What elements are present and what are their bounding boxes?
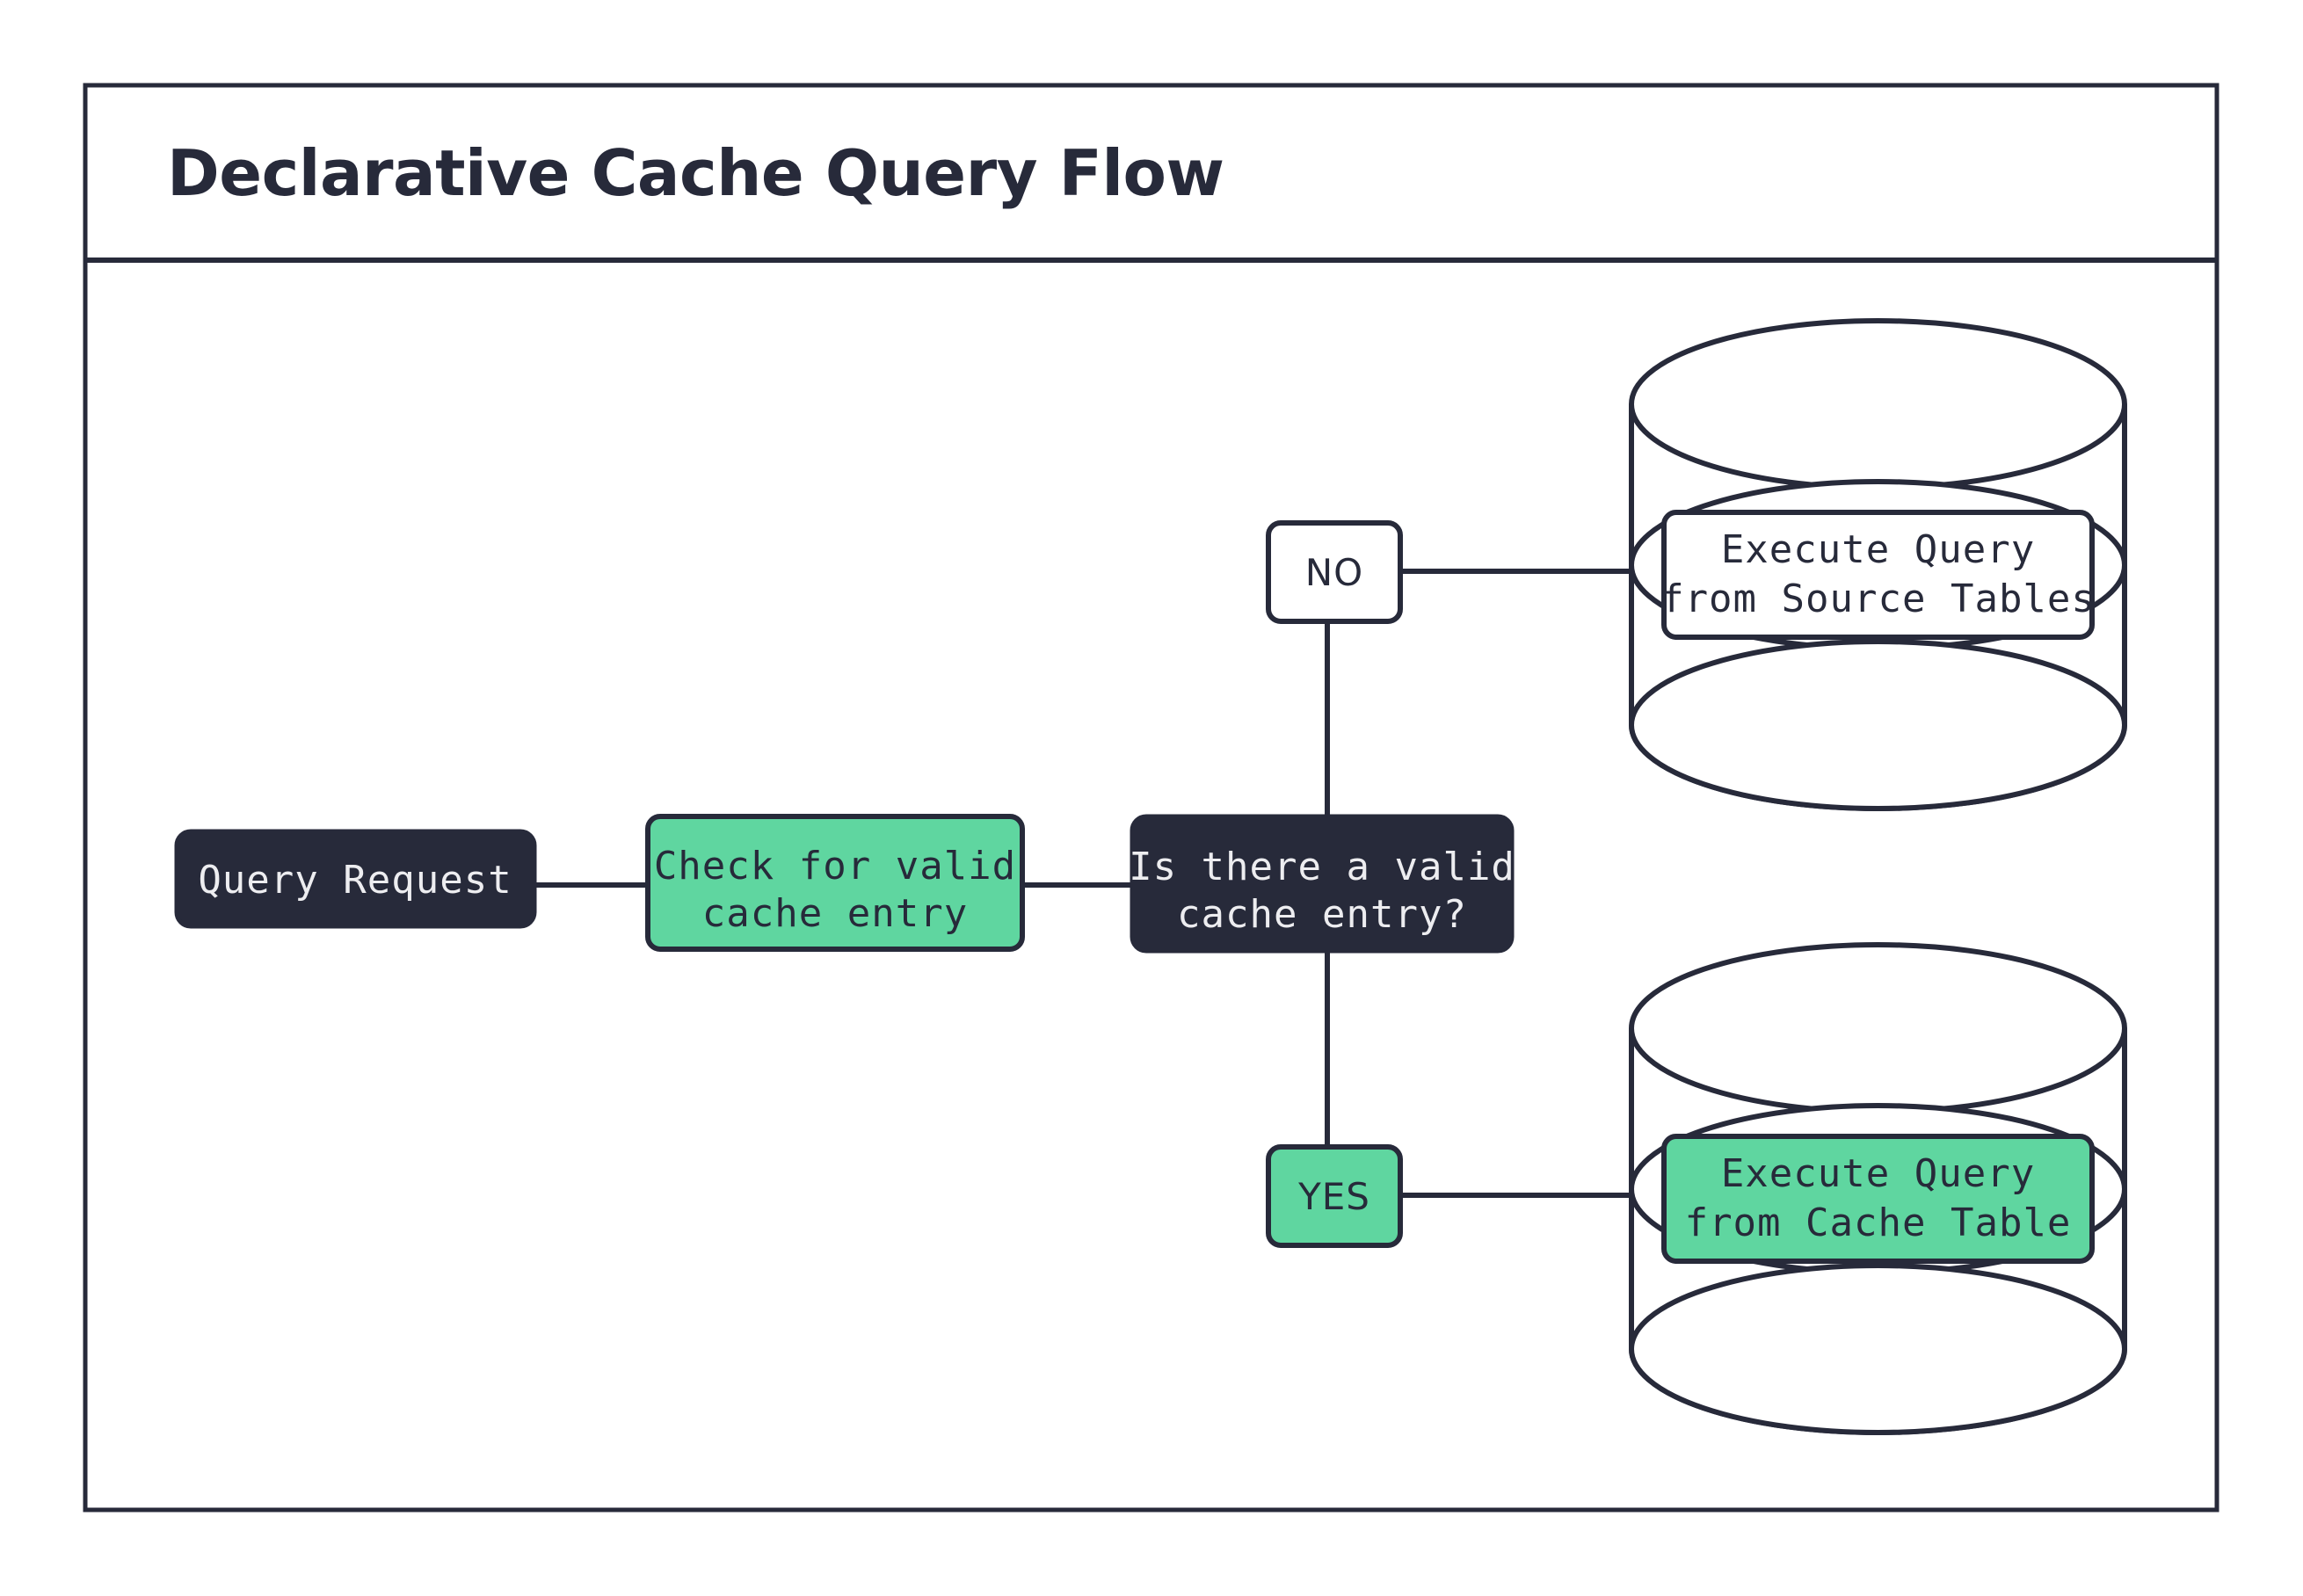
cache-db-label-plate[interactable] xyxy=(1661,1134,2095,1264)
no-label-box[interactable] xyxy=(1266,520,1403,624)
decision-label-line2: cache entry? xyxy=(1177,892,1467,937)
check-cache-box[interactable] xyxy=(645,814,1025,952)
cylinder-disk-3 xyxy=(1629,639,2127,811)
no-label-text: NO xyxy=(1305,551,1363,594)
branch-label-yes[interactable]: YES xyxy=(1266,1144,1403,1248)
source-database-cylinder[interactable]: Execute Query from Source Tables xyxy=(1629,318,2127,811)
cache-database-cylinder[interactable]: Execute Query from Cache Table xyxy=(1629,942,2127,1435)
decision-box[interactable] xyxy=(1130,814,1515,954)
cache-db-label-line2: from Cache Table xyxy=(1685,1201,2072,1245)
check-cache-label-line1: Check for valid xyxy=(654,844,1016,889)
page-title: Declarative Cache Query Flow xyxy=(167,136,1224,210)
cylinder-disk-3 xyxy=(1629,1263,2127,1435)
node-decision[interactable]: Is there a valid cache entry? xyxy=(1129,814,1515,954)
source-db-label-line2: from Source Tables xyxy=(1660,577,2096,621)
decision-label-line1: Is there a valid xyxy=(1129,845,1515,889)
query-request-box[interactable] xyxy=(174,829,537,929)
branch-label-no[interactable]: NO xyxy=(1266,520,1403,624)
source-db-label-plate[interactable] xyxy=(1661,510,2095,640)
yes-label-box[interactable] xyxy=(1266,1144,1403,1248)
query-request-label: Query Request xyxy=(198,858,512,903)
diagram-frame xyxy=(83,83,2219,1513)
cache-db-label-line1: Execute Query xyxy=(1721,1151,2035,1196)
cylinder-disk-1 xyxy=(1629,318,2127,490)
check-cache-label-line2: cache entry xyxy=(702,891,968,936)
node-check-cache[interactable]: Check for valid cache entry xyxy=(645,814,1025,952)
node-query-request[interactable]: Query Request xyxy=(174,829,537,929)
source-db-label-line1: Execute Query xyxy=(1721,527,2035,572)
yes-label-text: YES xyxy=(1297,1175,1370,1218)
cylinder-disk-1 xyxy=(1629,942,2127,1114)
